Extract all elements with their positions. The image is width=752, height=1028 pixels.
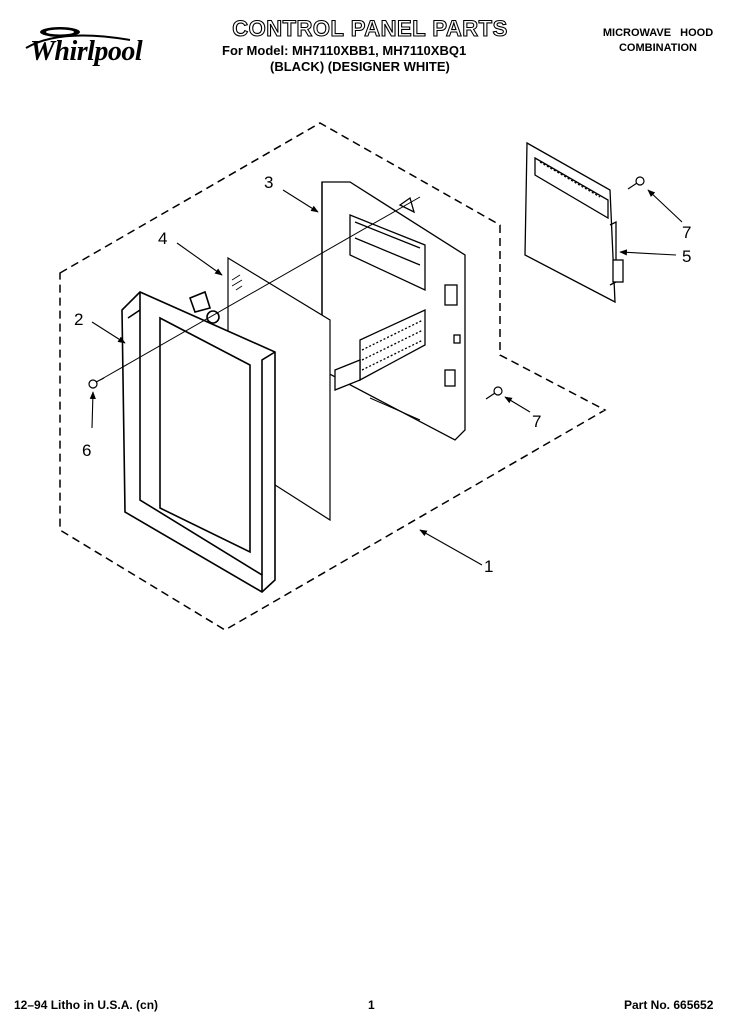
control-panel-frame bbox=[121, 290, 276, 593]
category-line-1: MICROWAVE HOOD bbox=[602, 27, 714, 39]
electronic-control-board bbox=[524, 141, 624, 304]
model-numbers: For Model: MH7110XBB1, MH7110XBQ1 bbox=[222, 43, 467, 58]
callout-4: 4 bbox=[158, 229, 167, 248]
callout-5: 5 bbox=[682, 247, 691, 266]
callout-3: 3 bbox=[264, 173, 273, 192]
screw-7-upper bbox=[627, 176, 645, 190]
part-number: Part No. 665652 bbox=[624, 998, 714, 1012]
model-colors: (BLACK) (DESIGNER WHITE) bbox=[270, 59, 450, 74]
callout-7-upper: 7 bbox=[682, 223, 691, 242]
callout-2: 2 bbox=[74, 310, 83, 329]
page-number: 1 bbox=[368, 998, 375, 1012]
print-info: 12–94 Litho in U.S.A. (cn) bbox=[14, 998, 159, 1012]
logo-emblem-icon bbox=[25, 27, 131, 49]
brand-logo: Whirlpool bbox=[20, 18, 170, 78]
callout-1: 1 bbox=[484, 557, 493, 576]
alignment-lines bbox=[99, 196, 421, 421]
assembly-outline bbox=[59, 122, 607, 631]
screw-7-lower bbox=[485, 386, 503, 400]
callout-6: 6 bbox=[82, 441, 91, 460]
control-panel-bracket bbox=[321, 181, 466, 441]
brand-name: Whirlpool bbox=[30, 36, 143, 67]
category-line-2: COMBINATION bbox=[618, 42, 697, 54]
page-title: CONTROL PANEL PARTS bbox=[232, 15, 508, 41]
header-title-block: CONTROL PANEL PARTS For Model: MH7110XBB… bbox=[200, 15, 540, 74]
callout-leaders bbox=[89, 189, 683, 566]
callout-7-lower: 7 bbox=[532, 412, 541, 431]
product-category: MICROWAVE HOOD COMBINATION bbox=[588, 26, 728, 56]
